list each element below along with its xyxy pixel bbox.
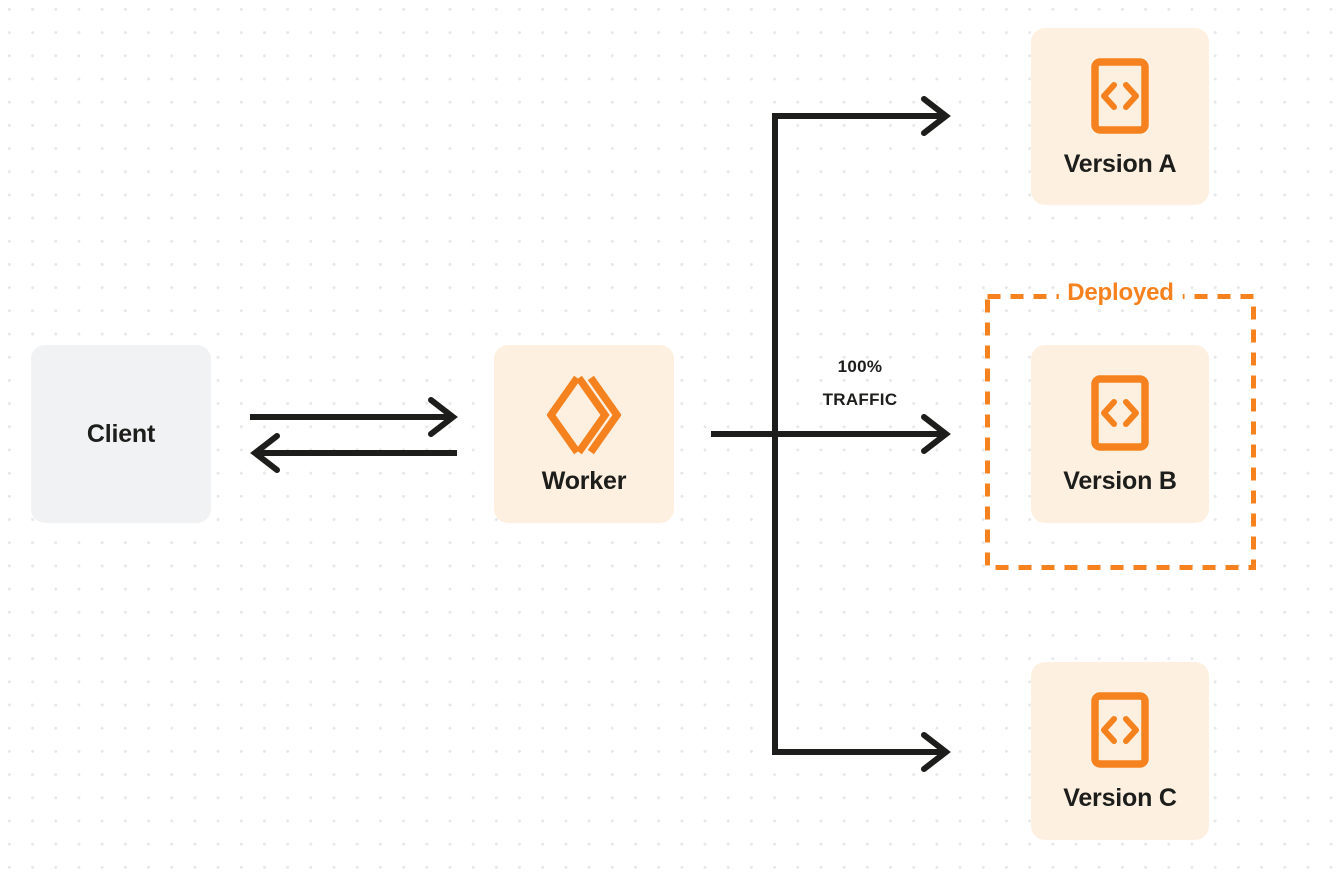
- arrow-to-version-a: [772, 96, 951, 136]
- node-worker[interactable]: Worker: [494, 345, 674, 523]
- node-client[interactable]: Client: [31, 345, 211, 523]
- code-file-icon: [1090, 691, 1150, 769]
- node-client-label: Client: [86, 419, 156, 448]
- arrow-to-version-b: [711, 414, 951, 454]
- node-worker-label: Worker: [541, 466, 627, 495]
- node-version-a[interactable]: Version A: [1031, 28, 1209, 205]
- node-version-c[interactable]: Version C: [1031, 662, 1209, 840]
- node-version-b-label: Version B: [1063, 467, 1177, 495]
- traffic-percent: 100%: [837, 357, 883, 376]
- code-file-icon: [1090, 57, 1150, 135]
- code-file-icon: [1090, 374, 1150, 452]
- arrow-to-version-c: [772, 732, 951, 772]
- node-version-c-label: Version C: [1063, 784, 1177, 812]
- node-version-a-label: Version A: [1063, 149, 1177, 178]
- cloudflare-workers-logo-icon: [547, 375, 621, 455]
- arrow-client-to-worker: [250, 397, 458, 437]
- node-version-b[interactable]: Version B: [1031, 345, 1209, 523]
- traffic-word: TRAFFIC: [822, 390, 898, 410]
- arrow-worker-to-client: [250, 433, 457, 473]
- traffic-label: 100% TRAFFIC: [790, 350, 930, 416]
